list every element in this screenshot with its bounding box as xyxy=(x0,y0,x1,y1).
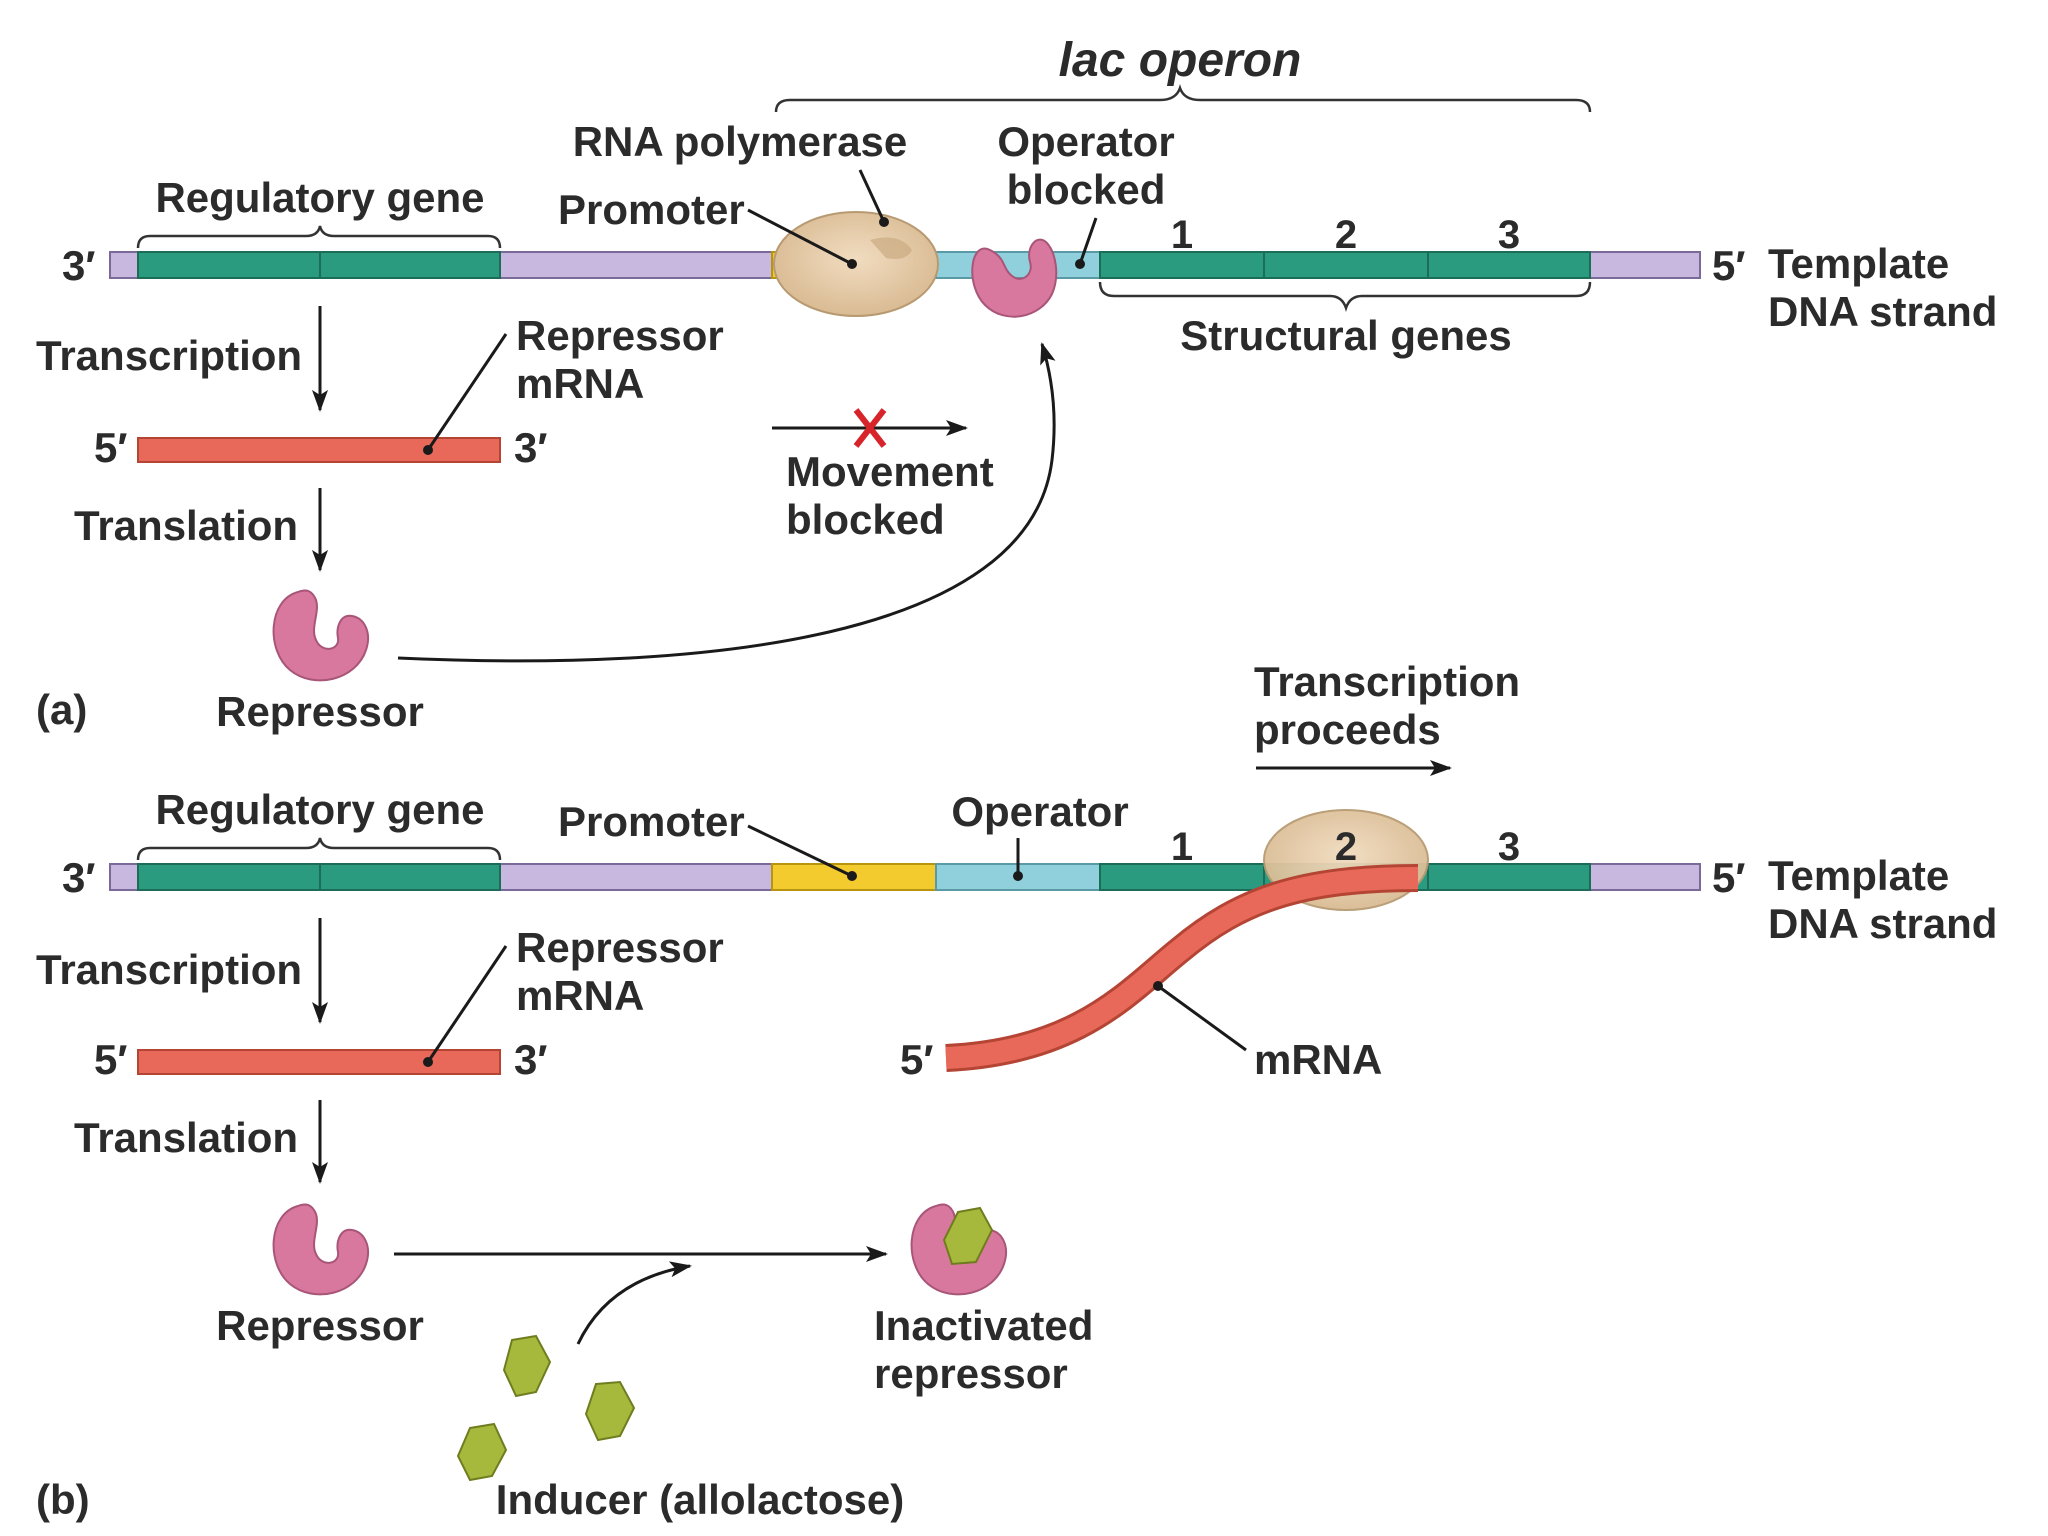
repressor-mrna-3-a: 3′ xyxy=(514,424,547,471)
repressor-mrna-a xyxy=(137,437,501,463)
operator-blocked-label-1: Operator xyxy=(997,118,1174,165)
repressor-mrna-label-a-2: mRNA xyxy=(516,360,644,407)
rna-polymerase-label: RNA polymerase xyxy=(573,118,908,165)
structural-gene-2-a xyxy=(1263,251,1429,279)
operator-blocked-label-2: blocked xyxy=(1007,166,1166,213)
mrna-pointer xyxy=(1157,984,1247,1052)
translation-label-a: Translation xyxy=(74,502,298,549)
mrna-strand-5: 5′ xyxy=(900,1036,933,1083)
repressor-mrna-dot-b xyxy=(423,1057,433,1067)
gene-number-1-a: 1 xyxy=(1171,213,1193,257)
structural-genes-label: Structural genes xyxy=(1180,312,1511,359)
panel-a: lac operon Regulatory gene 3′ 5′ Templat… xyxy=(36,34,1997,735)
dna-3-end-a: 3′ xyxy=(62,242,95,289)
operator-dot-a xyxy=(1075,259,1085,269)
panel-a-label: (a) xyxy=(36,686,87,733)
promoter-dot-b xyxy=(847,871,857,881)
repressor-mrna-pointer-a xyxy=(426,333,508,451)
gene-number-2-b: 2 xyxy=(1335,825,1357,869)
gene-number-3-a: 3 xyxy=(1498,213,1520,257)
mrna-strand xyxy=(945,867,1419,1069)
mrna-dot xyxy=(1153,981,1163,991)
repressor-binding-arrow xyxy=(397,342,1056,663)
movement-blocked-label-2: blocked xyxy=(786,496,945,543)
inducer-molecule-2-icon xyxy=(584,1380,636,1442)
panel-b: Transcription proceeds Regulatory gene 3… xyxy=(36,658,1997,1523)
gene-number-1-b: 1 xyxy=(1171,825,1193,869)
promoter-label-a: Promoter xyxy=(558,186,745,233)
translation-label-b: Translation xyxy=(74,1114,298,1161)
operator-pointer-a xyxy=(1078,217,1098,265)
repressor-mrna-5-a: 5′ xyxy=(94,424,127,471)
structural-gene-3-b xyxy=(1427,863,1591,891)
repressor-bound-icon xyxy=(971,238,1058,318)
rna-polymerase-shading xyxy=(870,237,912,259)
mrna-label-b: mRNA xyxy=(1254,1036,1382,1083)
promoter-dot-a xyxy=(847,259,857,269)
panel-b-label: (b) xyxy=(36,1476,90,1523)
repressor-label-a: Repressor xyxy=(216,688,424,735)
inactivated-label-1: Inactivated xyxy=(874,1302,1093,1349)
movement-blocked-label-1: Movement xyxy=(786,448,994,495)
inducer-label: Inducer (allolactose) xyxy=(496,1476,904,1523)
regulatory-gene-segment-b2 xyxy=(319,863,501,891)
regulatory-gene-segment-a2 xyxy=(319,251,501,279)
transcription-proceeds-label-1: Transcription xyxy=(1254,658,1520,705)
template-label-b-2: DNA strand xyxy=(1768,900,1997,947)
regulatory-gene-brace-a xyxy=(136,225,502,249)
regulatory-gene-label-a: Regulatory gene xyxy=(155,174,484,221)
bound-inducer-icon xyxy=(942,1206,994,1266)
transcription-label-a: Transcription xyxy=(36,332,302,379)
repressor-label-b: Repressor xyxy=(216,1302,424,1349)
lac-operon-brace xyxy=(774,84,1592,113)
inducer-molecule-1-icon xyxy=(502,1334,552,1398)
repressor-mrna-label-b-1: Repressor xyxy=(516,924,724,971)
dna-5-end-a: 5′ xyxy=(1712,242,1745,289)
repressor-icon-a xyxy=(272,589,370,682)
template-label-a-1: Template xyxy=(1768,240,1949,287)
promoter-pointer-b xyxy=(747,824,853,878)
repressor-mrna-b xyxy=(137,1049,501,1075)
transcription-label-b: Transcription xyxy=(36,946,302,993)
inducer-arrow xyxy=(576,1261,692,1345)
rna-polymerase-dot xyxy=(879,217,889,227)
repressor-icon-b xyxy=(272,1203,370,1296)
regulatory-gene-brace-b xyxy=(136,837,502,861)
regulatory-gene-segment-b1 xyxy=(137,863,321,891)
structural-gene-1-a xyxy=(1099,251,1265,279)
structural-gene-3-a xyxy=(1427,251,1591,279)
structural-genes-brace xyxy=(1098,281,1592,312)
inactivated-label-2: repressor xyxy=(874,1350,1068,1397)
repressor-mrna-3-b: 3′ xyxy=(514,1036,547,1083)
dna-strand-b xyxy=(109,863,1701,891)
repressor-mrna-label-b-2: mRNA xyxy=(516,972,644,1019)
regulatory-gene-label-b: Regulatory gene xyxy=(155,786,484,833)
template-label-b-1: Template xyxy=(1768,852,1949,899)
repressor-mrna-dot-a xyxy=(423,445,433,455)
gene-number-3-b: 3 xyxy=(1498,825,1520,869)
promoter-label-b: Promoter xyxy=(558,798,745,845)
structural-gene-1-b xyxy=(1099,863,1265,891)
repressor-mrna-pointer-b xyxy=(426,945,508,1063)
dna-5-end-b: 5′ xyxy=(1712,854,1745,901)
repressor-mrna-label-a-1: Repressor xyxy=(516,312,724,359)
dna-3-end-b: 3′ xyxy=(62,854,95,901)
template-label-a-2: DNA strand xyxy=(1768,288,1997,335)
regulatory-gene-segment-a1 xyxy=(137,251,321,279)
promoter-pointer-a xyxy=(747,208,853,266)
transcription-proceeds-label-2: proceeds xyxy=(1254,706,1441,753)
gene-number-2-a: 2 xyxy=(1335,213,1357,257)
block-x-icon xyxy=(853,408,887,448)
repressor-mrna-5-b: 5′ xyxy=(94,1036,127,1083)
lac-operon-label: lac operon xyxy=(1059,34,1302,87)
operator-dot-b xyxy=(1013,871,1023,881)
operator-label-b: Operator xyxy=(951,788,1128,835)
inducer-molecule-3-icon xyxy=(456,1422,508,1482)
rna-polymerase-pointer xyxy=(858,169,886,223)
